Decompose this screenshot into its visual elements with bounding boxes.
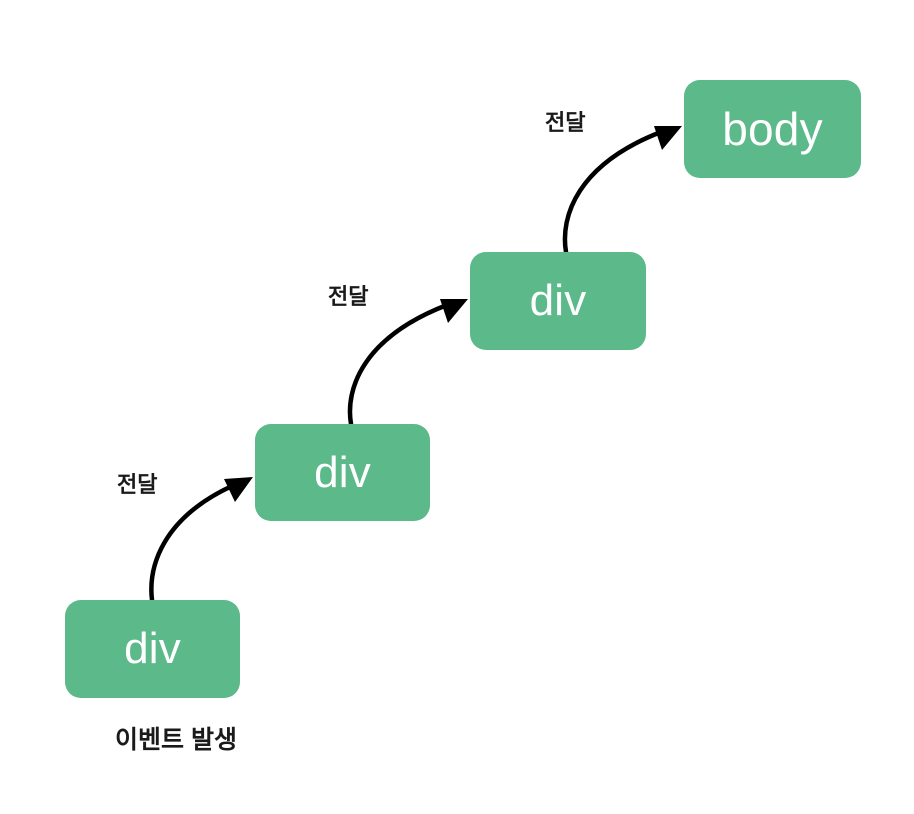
- edge-path-3: [562, 129, 664, 255]
- edge-arrowhead-1: [224, 477, 253, 502]
- edge-path-2: [347, 302, 450, 427]
- node-div-origin[interactable]: div: [65, 600, 240, 698]
- caption-event-origin: 이벤트 발생: [115, 726, 237, 754]
- node-body[interactable]: body: [684, 80, 861, 178]
- node-div-grandparent[interactable]: div: [470, 252, 646, 350]
- node-label-div-parent: div: [314, 447, 371, 497]
- node-div-parent[interactable]: div: [255, 424, 430, 521]
- edge-group-1: [149, 477, 253, 603]
- node-label-body: body: [722, 103, 823, 155]
- edge-label-propagate-3: 전달: [545, 110, 586, 135]
- edge-label-propagate-2: 전달: [328, 284, 369, 309]
- edge-path-1: [149, 483, 235, 603]
- edge-group-3: [562, 126, 682, 255]
- edge-arrowhead-2: [440, 299, 468, 323]
- edge-arrowhead-3: [654, 126, 682, 150]
- edge-group-2: [347, 299, 468, 427]
- node-label-div-grandparent: div: [529, 276, 587, 325]
- node-label-div-origin: div: [124, 624, 181, 673]
- edge-label-propagate-1: 전달: [117, 472, 158, 497]
